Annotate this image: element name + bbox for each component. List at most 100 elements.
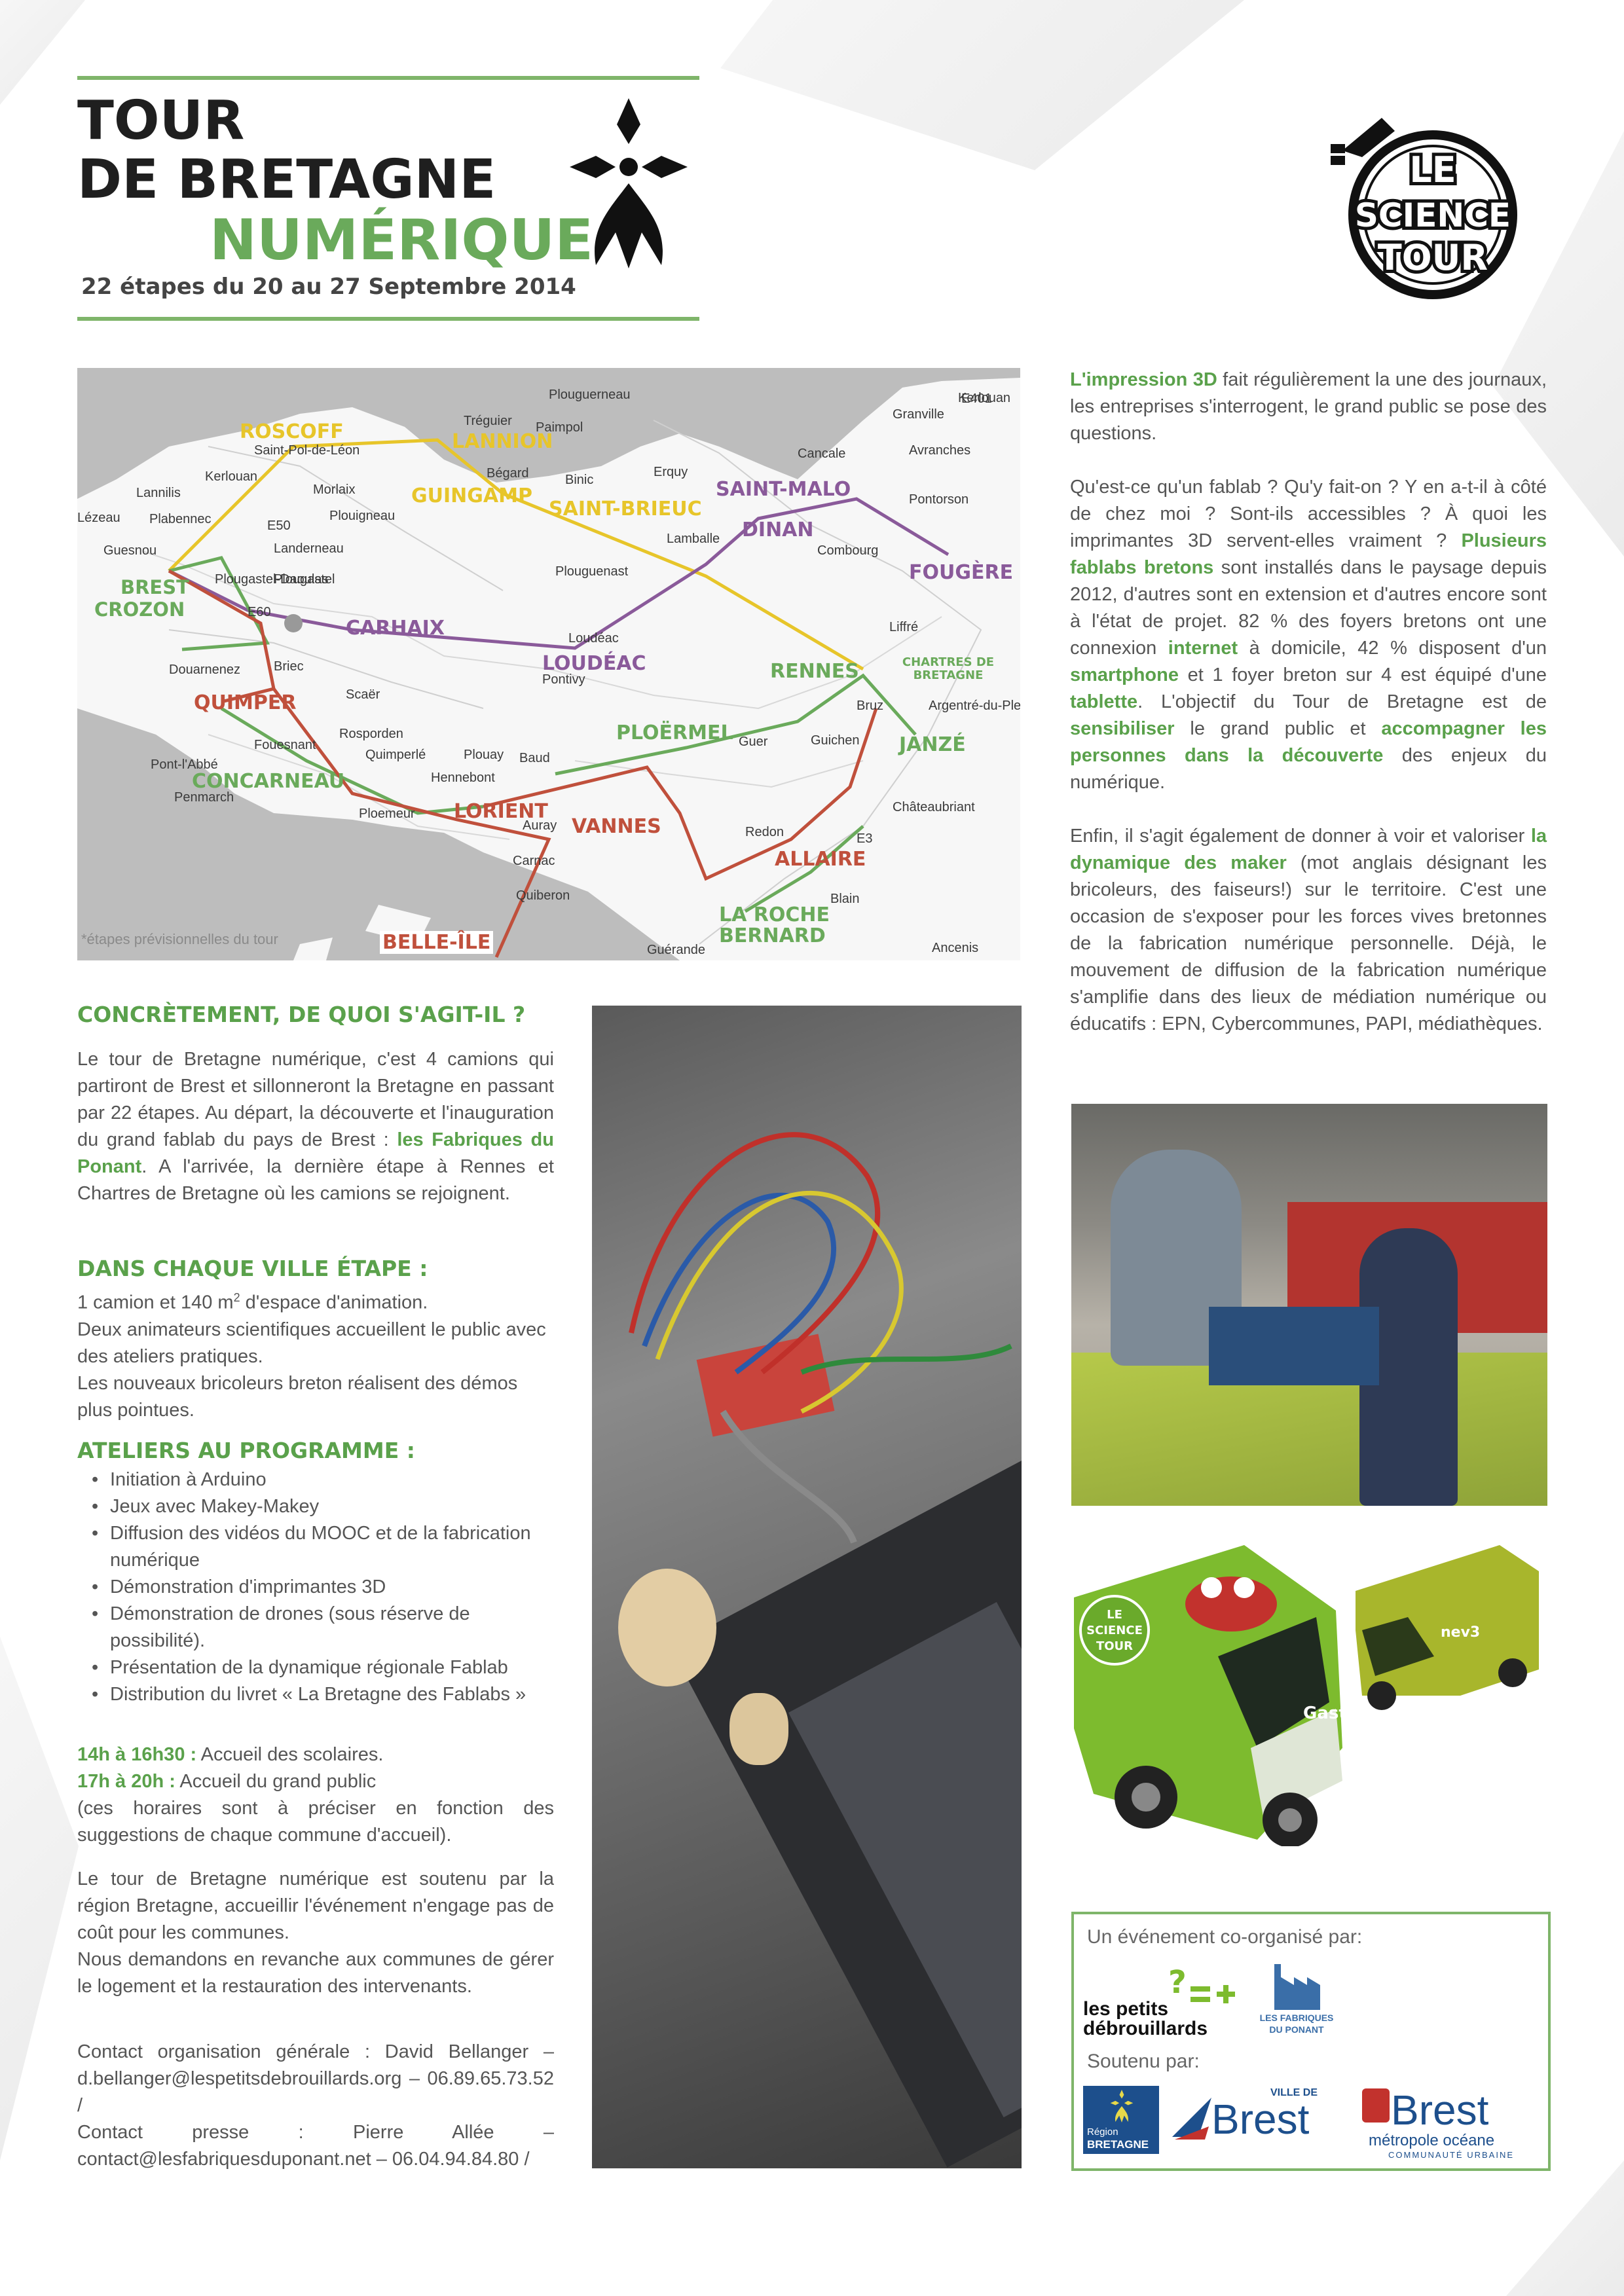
title-line2: DE BRETAGNE [77,149,496,211]
region-bretagne-logo: Région BRETAGNE [1083,2086,1159,2154]
bg-decoration [0,0,85,105]
text-run: Accueil des scolaires. [196,1744,384,1765]
title-line1: TOUR [77,90,245,152]
contact-text: Contact organisation générale : David Be… [77,2039,554,2173]
map-place: Plouigneau [329,509,396,523]
map-place: E50 [267,519,291,533]
map-place: Combourg [817,543,879,558]
map-place: Carnac [513,854,555,868]
map-place: Landerneau [274,541,344,556]
highlight: Plusieurs fablabs bretons [1070,530,1547,578]
map-place: Granville [893,407,944,422]
map-place: Lézeau [77,511,120,525]
sponsor-box: Un événement co-organisé par: ? les peti… [1071,1912,1551,2171]
map-place: Châteaubriant [893,800,975,814]
map-place: Douarnenez [169,663,240,677]
map-place: Hennebont [431,771,495,785]
bmo-emblem [1362,2088,1390,2123]
paragraph: Qu'est-ce qu'un fablab ? Qu'y fait-on ? … [1070,474,1547,796]
map-place: Fouesnant [254,738,316,752]
truck-logo-line2: SCIENCE [1086,1624,1143,1637]
list-item: Présentation de la dynamique régionale F… [77,1654,554,1681]
text-run: sont installés dans le paysage depuis 20… [1070,557,1547,659]
text-run: à domicile, 42 % disposent d'un [1238,638,1547,659]
paragraph: Le tour de Bretagne numérique est souten… [77,1868,554,1943]
map-place: Quimperlé [365,748,426,762]
map-place: Pontivy [542,672,585,687]
map-stop-rennes: RENNES [770,660,859,683]
map-place: Plougastel-Daoulas [215,572,329,587]
trucks-image: nev3 LE SCIENCE TOUR Gaston [1074,1545,1539,1846]
truck-logo-line3: TOUR [1096,1639,1133,1653]
bg-decoration [1506,2160,1624,2296]
section-2-text: 1 camion et 140 m2 d'espace d'animation.… [77,1285,554,1424]
truck-logo-line1: LE [1107,1608,1122,1622]
pd-line2: débrouillards [1083,2018,1208,2039]
map-place: Paimpol [536,420,583,435]
fabriques-ponant-logo: LES FABRIQUES DU PONANT [1251,1959,1342,2044]
map-place: Briec [274,659,304,674]
text-run: Accueil du grand public [175,1771,377,1792]
text-run: Le tour de Bretagne numérique, c'est 4 c… [77,1049,554,1150]
brest-metropole-logo: Brest métropole océane COMMUNAUTÉ URBAIN… [1362,2086,1539,2160]
map-place: Redon [745,825,784,839]
bmo-big: Brest [1391,2086,1489,2134]
map-stop-lannion: LANNION [452,430,553,453]
highlight: les Fabriques du Ponant [77,1129,554,1177]
map-stop-fougere: FOUGÈRE [909,561,1014,584]
text-run: 1 camion et 140 m [77,1292,234,1313]
map-place: Loudéac [568,631,619,646]
text-run: Qu'est-ce qu'un fablab ? Qu'y fait-on ? … [1070,477,1547,551]
schedule-text: 14h à 16h30 : Accueil des scolaires. 17h… [77,1741,554,1849]
map-place: Rosporden [339,727,403,741]
text-run: Enfin, il s'agit également de donner à v… [1070,826,1531,847]
fp-line1: LES FABRIQUES [1259,2013,1334,2023]
ermine-icon [1110,2090,1134,2123]
map-stop-dinan: DINAN [742,519,814,541]
bg-decoration [720,0,1244,170]
contact-general: Contact organisation générale : David Be… [77,2041,554,2116]
map-place: Plabennec [149,512,212,526]
highlight: accompagner les personnes dans la découv… [1070,718,1547,766]
map-place: Quiberon [516,888,570,903]
highlight: smartphone [1070,665,1179,685]
header-bottom-rule [77,317,699,321]
map-place: Auray [523,818,557,833]
list-item: Diffusion des vidéos du MOOC et de la fa… [77,1520,554,1574]
map-place: Bégard [487,466,529,481]
bmo-line2: COMMUNAUTÉ URBAINE [1388,2150,1515,2160]
map-place: Plouguerneau [549,388,631,402]
section-heading-1: CONCRÈTEMENT, DE QUOI S'AGIT-IL ? [77,1002,526,1027]
vb-small: VILLE DE [1270,2087,1318,2098]
map-place: Ploemeur [359,807,415,821]
science-tour-logo: LE SCIENCE TOUR [1331,118,1517,299]
map-place: Lannilis [136,486,181,500]
section-1-text: Le tour de Bretagne numérique, c'est 4 c… [77,1046,554,1207]
highlight: L'impression 3D [1070,369,1217,390]
list-item: Jeux avec Makey-Makey [77,1493,554,1520]
bullet-list: Initiation à Arduino Jeux avec Makey-Mak… [77,1467,554,1708]
soutenu-label: Soutenu par: [1087,2050,1200,2072]
truck-label: nev3 [1441,1624,1480,1641]
map-place: Kerlouan [205,469,258,484]
map-stop-concarneau: CONCARNEAU [192,770,345,793]
logo-line3: TOUR [1378,237,1488,278]
map-place: Pontorson [909,492,969,507]
vb-big: Brest [1211,2096,1310,2143]
clay-2 [729,1693,788,1765]
paragraph: L'impression 3D fait régulièrement la un… [1070,367,1547,447]
pd-symbol-icon: ? [1168,1967,1235,2003]
map-place: Ancenis [932,941,979,955]
text-run: des enjeux du numérique. [1070,745,1547,793]
text-run: d'espace d'animation. [240,1292,428,1313]
map-stop-brest: BREST [120,576,189,598]
map-stop-chartres: CHARTRES DE BRETAGNE [902,655,995,682]
ville-brest-logo: VILLE DE Brest [1172,2086,1336,2151]
map-place: Scaër [346,687,380,702]
text-line: Les nouveaux bricoleurs breton réalisent… [77,1372,518,1421]
intro-text: L'impression 3D fait régulièrement la un… [1070,367,1547,1038]
highlight: tablette [1070,691,1138,712]
map-note: *étapes prévisionnelles du tour [81,931,278,947]
map-place: Lamballe [667,532,720,546]
map-place: E3 [857,831,873,846]
